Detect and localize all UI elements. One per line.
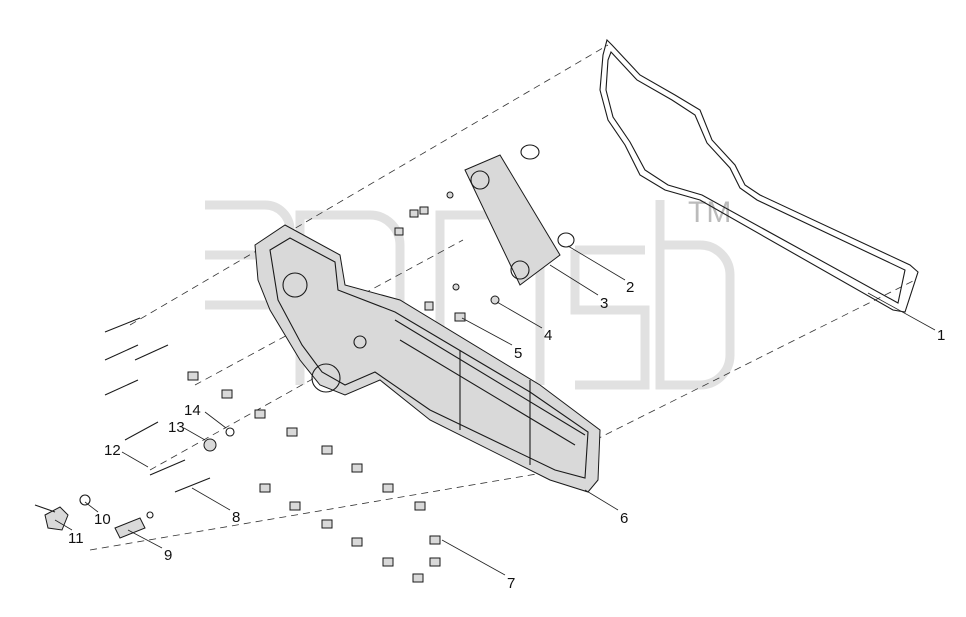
oil-cooler-core [394,144,575,322]
callout-11: 11 [68,530,84,547]
callout-9: 9 [164,547,172,564]
cover-housing [254,224,601,493]
callout-5: 5 [514,345,522,362]
callout-3: 3 [600,295,608,312]
callout-2: 2 [626,279,634,296]
callout-8: 8 [232,509,240,526]
callout-4: 4 [544,327,552,344]
callout-10: 10 [94,511,111,528]
callout-labels: 1 2 3 4 5 6 7 8 9 10 11 12 13 14 [68,279,945,592]
small-parts [34,427,235,539]
leader-lines [54,245,936,576]
callout-7: 7 [507,575,515,592]
long-bolts [104,317,211,493]
alignment-lines [89,44,916,551]
bolt-set [187,371,441,583]
cover-gasket [599,38,919,313]
callout-14: 14 [184,402,201,419]
callout-6: 6 [620,510,628,527]
callout-13: 13 [168,419,185,436]
callout-12: 12 [104,442,121,459]
callout-1: 1 [937,327,945,344]
watermark-trademark: TM [688,196,731,229]
